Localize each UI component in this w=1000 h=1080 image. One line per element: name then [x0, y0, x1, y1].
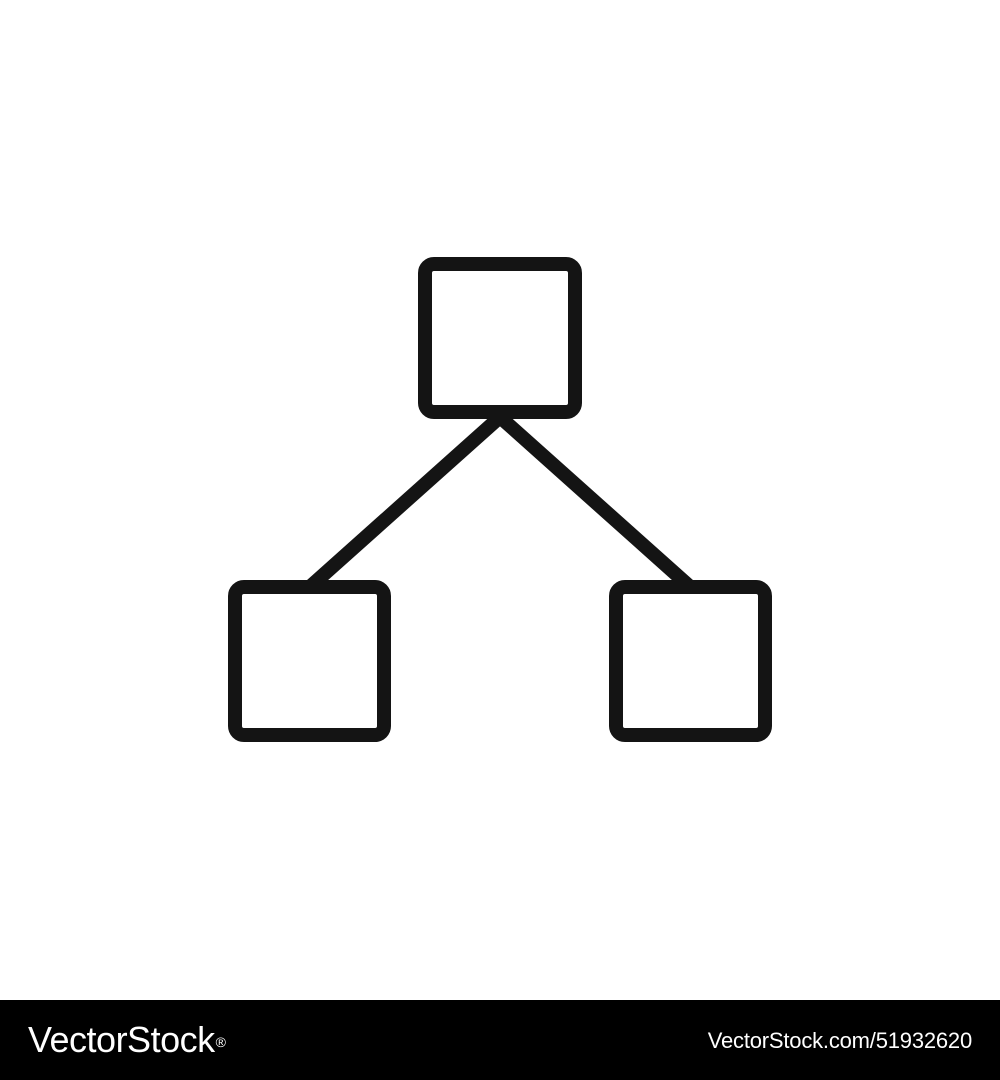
connector-right-line [493, 410, 695, 592]
image-reference-text: VectorStock.com/51932620 [707, 1028, 972, 1053]
connector-left-line [305, 410, 507, 592]
icon-canvas [228, 257, 772, 742]
registered-mark: ® [215, 1034, 226, 1050]
brand-name: VectorStock [28, 1019, 215, 1060]
hierarchy-diagram-icon [228, 257, 772, 742]
brand-logo: VectorStock® [28, 1018, 226, 1062]
bottom-right-node-box [609, 580, 772, 742]
top-node-box [418, 257, 582, 419]
watermark-footer: VectorStock® VectorStock.com/51932620 [0, 1000, 1000, 1080]
bottom-left-node-box [228, 580, 391, 742]
